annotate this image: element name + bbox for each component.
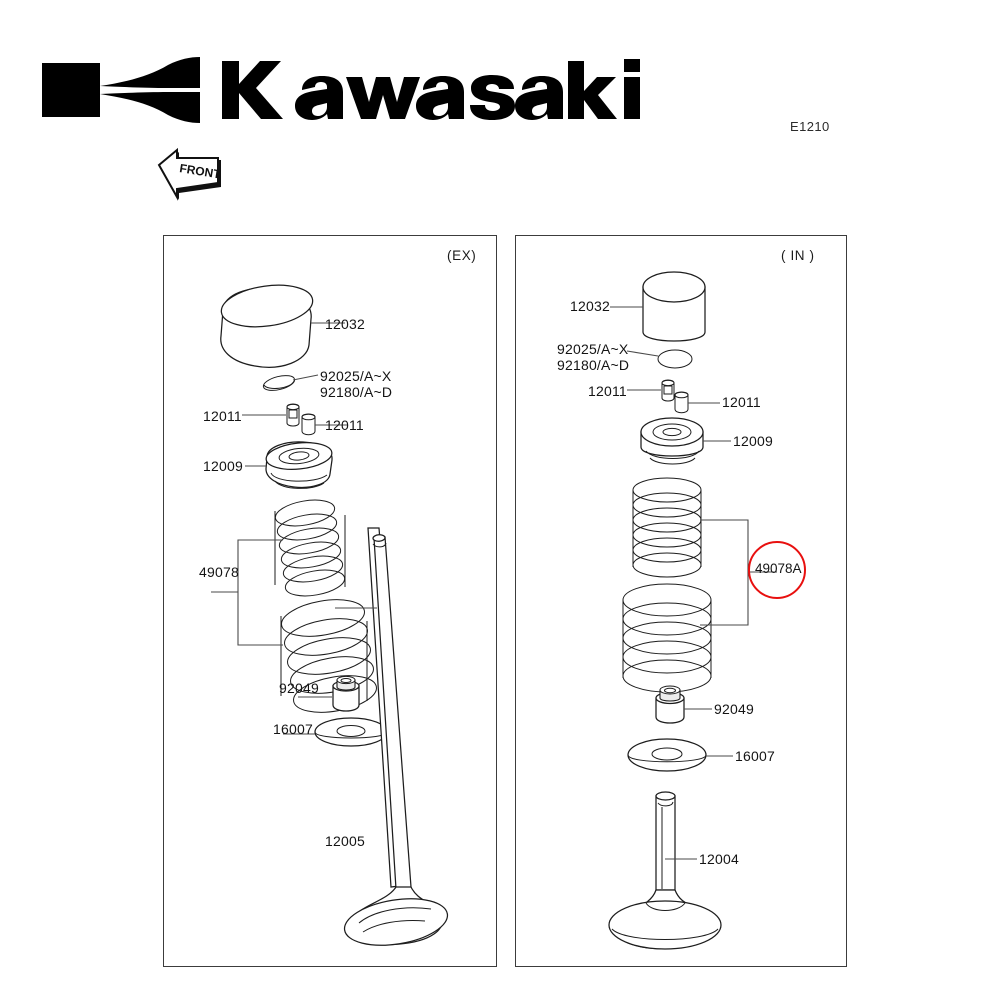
valve-lifter-bucket-ex: [220, 284, 314, 368]
valve-shim-disc-ex: [262, 375, 296, 391]
valve-keeper-left-ex: [286, 403, 300, 427]
label-in-12004: 12004: [699, 851, 739, 867]
label-ex-12011-left: 12011: [203, 408, 242, 424]
valve-lifter-bucket-in: [642, 271, 706, 342]
valve-spring-retainer-in: [640, 417, 704, 465]
intake-parts-illustration: [515, 235, 845, 965]
label-in-49078a: 49078A: [755, 561, 802, 576]
valve-stem-oil-seal-in: [655, 685, 685, 724]
exhaust-parts-illustration: [163, 235, 495, 965]
highlight-circle-49078a: [748, 541, 806, 599]
label-in-12011-right: 12011: [722, 394, 761, 410]
label-ex-49078: 49078: [199, 564, 239, 580]
panel-tag-intake: ( IN ): [781, 248, 815, 263]
label-in-12032: 12032: [570, 298, 610, 314]
label-ex-92049: 92049: [279, 680, 319, 696]
valve-keeper-right-ex: [301, 413, 316, 436]
intake-valve: [608, 791, 722, 950]
label-in-12009: 12009: [733, 433, 773, 449]
valve-spring-inner-ex: [274, 499, 346, 597]
valve-spring-outer-ex: [280, 599, 377, 713]
label-ex-12009: 12009: [203, 458, 243, 474]
label-in-92180: 92180/A~D: [557, 357, 630, 373]
panel-tag-exhaust: (EX): [447, 248, 477, 263]
valve-spring-outer-in: [622, 583, 712, 693]
valve-shim-disc-in: [657, 349, 693, 369]
valve-keeper-left-in: [661, 379, 675, 402]
valve-spring-seat-washer-ex: [314, 717, 388, 747]
front-arrow-label: FRONT: [179, 161, 223, 181]
label-ex-16007: 16007: [273, 721, 313, 737]
label-in-12011-left: 12011: [588, 383, 627, 399]
label-ex-12005: 12005: [325, 833, 365, 849]
front-direction-arrow-icon: FRONT: [155, 145, 230, 207]
label-ex-12011-right: 12011: [325, 417, 364, 433]
label-in-92049: 92049: [714, 701, 754, 717]
valve-spring-retainer-ex: [265, 441, 333, 489]
document-code: E1210: [790, 119, 830, 134]
panel-exhaust: [163, 235, 497, 967]
label-in-16007: 16007: [735, 748, 775, 764]
valve-stem-oil-seal-ex: [332, 685, 360, 712]
exhaust-valve: [343, 527, 449, 946]
valve-stem-oil-seal-ex-top: [332, 675, 360, 692]
valve-spring-inner-in: [632, 477, 702, 578]
kawasaki-logo: [40, 55, 640, 125]
valve-keeper-right-in: [674, 391, 689, 414]
label-ex-92025: 92025/A~X: [320, 368, 392, 384]
label-ex-92180: 92180/A~D: [320, 384, 393, 400]
label-in-92025: 92025/A~X: [557, 341, 629, 357]
label-ex-12032: 12032: [325, 316, 365, 332]
valve-spring-seat-washer-in: [627, 738, 707, 772]
